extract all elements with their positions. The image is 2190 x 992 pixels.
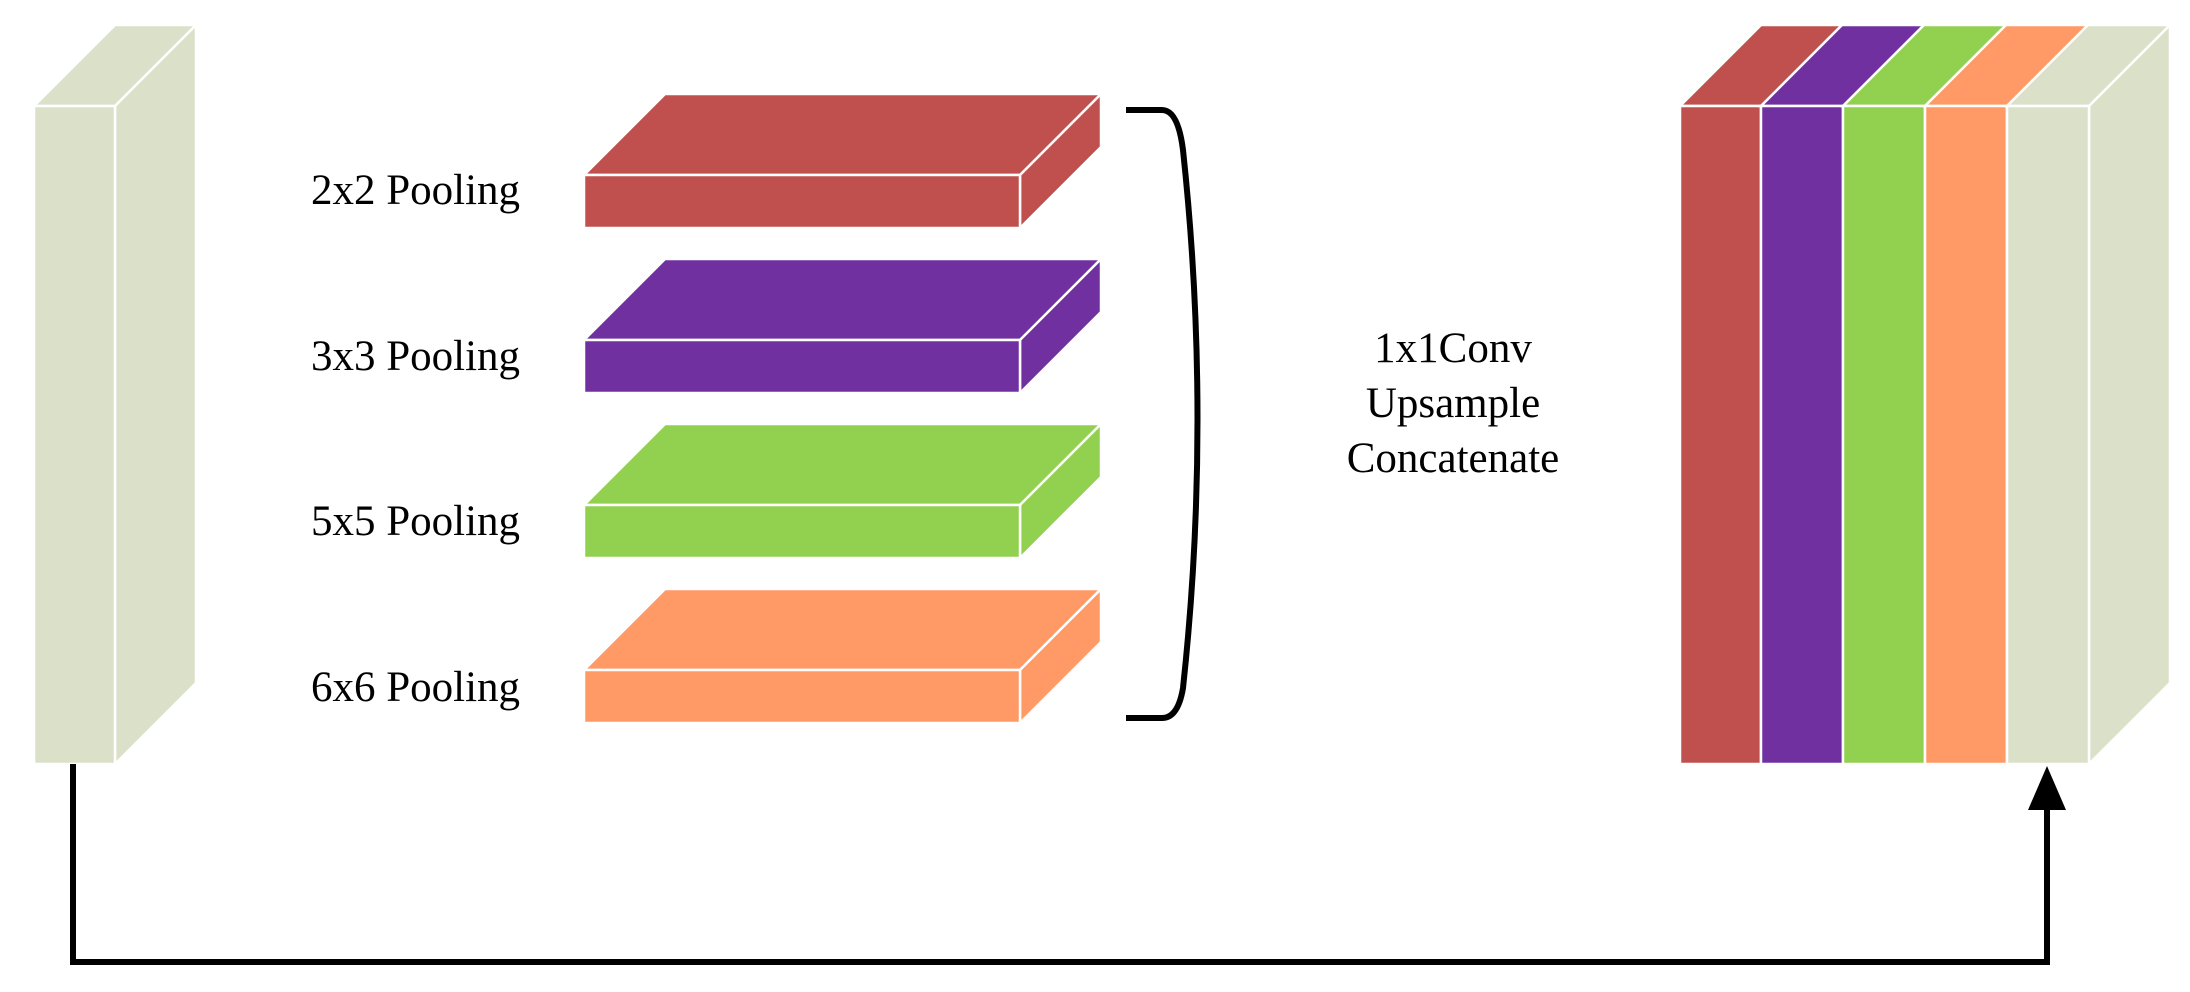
- skip-connection-line: [70, 764, 2050, 965]
- grouping-bracket: [1126, 107, 1201, 721]
- pool-2x2-front-face: [582, 173, 1022, 230]
- pool-2x2-top-face: [580, 92, 1105, 177]
- output-feature-map: [1676, 21, 2174, 768]
- output-slice-5-side: [2087, 21, 2172, 768]
- pooling-block-3x3: [580, 255, 1105, 397]
- pool-5x5-front-face: [582, 503, 1022, 560]
- input-map-side-face: [113, 21, 198, 768]
- pooling-block-6x6: [580, 585, 1105, 727]
- op-label-upsample: Upsample: [1366, 380, 1540, 427]
- pool-label-2x2: 2x2 Pooling: [311, 167, 520, 214]
- output-slice-2-front: [1759, 104, 1845, 766]
- output-slice-1-front: [1678, 104, 1763, 766]
- pool-5x5-top-face: [580, 422, 1105, 507]
- pool-6x6-top-face: [580, 587, 1105, 672]
- input-feature-map: [30, 21, 200, 768]
- pooling-block-5x5: [580, 420, 1105, 562]
- input-map-front-face: [32, 104, 117, 766]
- pool-label-3x3: 3x3 Pooling: [311, 333, 520, 380]
- output-slice-3-front: [1841, 104, 1927, 766]
- pooling-block-2x2: [580, 90, 1105, 232]
- op-label-conv: 1x1Conv: [1374, 325, 1532, 372]
- pool-label-5x5: 5x5 Pooling: [311, 498, 520, 545]
- skip-connection-arrowhead: [2028, 766, 2066, 810]
- output-slice-5-front: [2005, 104, 2091, 766]
- pool-3x3-top-face: [580, 257, 1105, 342]
- pool-3x3-front-face: [582, 338, 1022, 395]
- pool-6x6-front-face: [582, 668, 1022, 725]
- op-label-concatenate: Concatenate: [1347, 435, 1560, 482]
- output-slice-4-front: [1923, 104, 2009, 766]
- pool-label-6x6: 6x6 Pooling: [311, 664, 520, 711]
